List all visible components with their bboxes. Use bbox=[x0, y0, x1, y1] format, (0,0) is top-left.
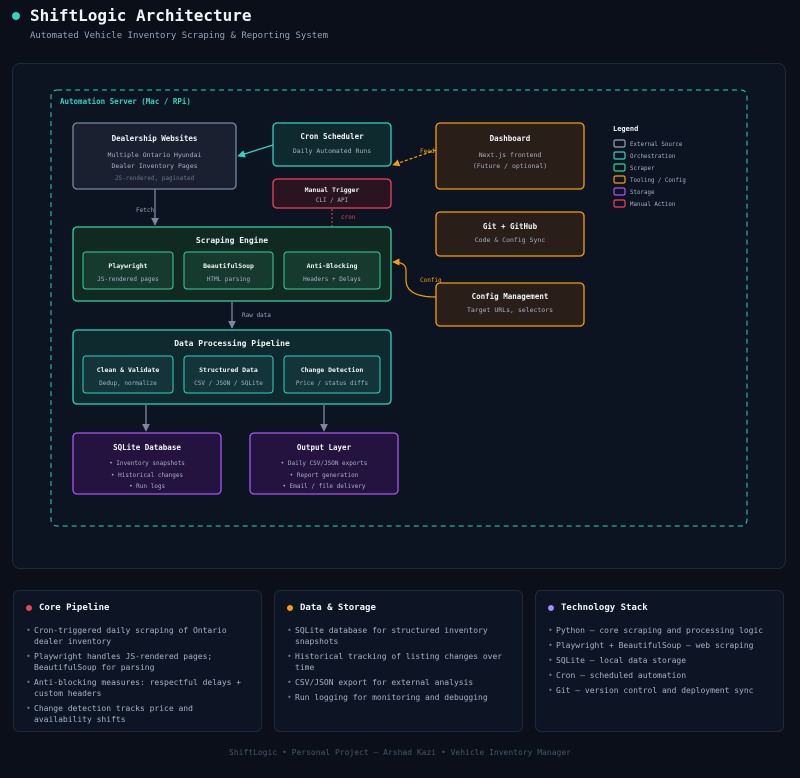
sqlite-line-1: • Inventory snapshots bbox=[109, 460, 185, 467]
dealership-websites-node: Dealership Websites Multiple Ontario Hyu… bbox=[72, 122, 237, 190]
list-item: Change detection tracks price and availa… bbox=[26, 703, 249, 725]
output-title: Output Layer bbox=[297, 443, 352, 452]
cron-to-dealership-edge bbox=[237, 144, 274, 158]
list-item: Anti-blocking measures: respectful delay… bbox=[26, 677, 249, 699]
legend-swatch bbox=[613, 175, 626, 184]
feed-edge bbox=[392, 149, 437, 167]
engine-title: Scraping Engine bbox=[196, 235, 268, 245]
legend-swatch bbox=[613, 163, 626, 172]
fetch-edge-label: Fetch bbox=[136, 207, 154, 214]
cron-line-1: Daily Automated Runs bbox=[293, 147, 371, 155]
data-storage-card: Data & Storage SQLite database for struc… bbox=[274, 590, 523, 732]
legend-title: Legend bbox=[613, 125, 638, 133]
list-item: CSV/JSON export for external analysis bbox=[287, 677, 510, 688]
config-edge-label: Config bbox=[420, 277, 442, 284]
pipeline-sub-2-desc: CSV / JSON / SQLite bbox=[194, 380, 263, 387]
sqlite-line-2: • Historical changes bbox=[111, 472, 184, 479]
list-item: Python — core scraping and processing lo… bbox=[548, 625, 771, 636]
manual-line-1: CLI / API bbox=[316, 197, 349, 204]
title-dot-icon bbox=[12, 12, 20, 20]
sqlite-line-3: • Run logs bbox=[129, 483, 166, 490]
pipeline-title: Data Processing Pipeline bbox=[174, 338, 290, 348]
list-item: SQLite — local data storage bbox=[548, 655, 771, 666]
data-storage-title: Data & Storage bbox=[300, 603, 376, 613]
output-line-1: • Daily CSV/JSON exports bbox=[281, 460, 368, 467]
legend: Legend External SourceOrchestrationScrap… bbox=[613, 125, 686, 208]
list-item: Cron-triggered daily scraping of Ontario… bbox=[26, 625, 249, 647]
legend-swatch bbox=[613, 199, 626, 208]
engine-sub-3-title: Anti-Blocking bbox=[307, 262, 358, 270]
dashboard-line-2: (Future / optional) bbox=[473, 162, 547, 170]
legend-label: Storage bbox=[630, 190, 655, 196]
technology-stack-dot-icon bbox=[548, 605, 554, 611]
git-line-1: Code & Config Sync bbox=[475, 236, 546, 244]
pipeline-sub-2-title: Structured Data bbox=[199, 366, 258, 374]
pipeline-sub-3-title: Change Detection bbox=[301, 366, 364, 374]
edges: Fetch Feed cron Raw data Config bbox=[136, 144, 442, 432]
dealership-line-1: Multiple Ontario Hyundai bbox=[108, 151, 202, 159]
technology-stack-title: Technology Stack bbox=[561, 603, 648, 613]
core-pipeline-title: Core Pipeline bbox=[39, 603, 110, 613]
config-line-1: Target URLs, selectors bbox=[467, 306, 553, 314]
dealership-note: JS-rendered, paginated bbox=[115, 175, 195, 182]
footer: ShiftLogic • Personal Project — Arshad K… bbox=[229, 748, 571, 757]
technology-stack-card: Technology Stack Python — core scraping … bbox=[535, 590, 784, 732]
engine-sub-2-title: BeautifulSoup bbox=[203, 262, 254, 270]
dashboard-node: Dashboard Next.js frontend (Future / opt… bbox=[435, 122, 585, 190]
core-pipeline-dot-icon bbox=[26, 605, 32, 611]
legend-label: Tooling / Config bbox=[630, 178, 686, 184]
dealership-title: Dealership Websites bbox=[112, 134, 198, 143]
legend-label: Scraper bbox=[630, 166, 655, 172]
dashboard-title: Dashboard bbox=[490, 134, 531, 143]
list-item: SQLite database for structured inventory… bbox=[287, 625, 510, 647]
automation-server-label: Automation Server (Mac / RPi) bbox=[60, 97, 191, 106]
engine-sub-1-title: Playwright bbox=[108, 262, 147, 270]
automation-server-boundary bbox=[50, 89, 748, 527]
legend-label: Manual Action bbox=[630, 202, 675, 208]
list-item: Historical tracking of listing changes o… bbox=[287, 651, 510, 673]
raw-data-edge-label: Raw data bbox=[242, 312, 271, 319]
legend-swatch bbox=[613, 139, 626, 148]
data-storage-dot-icon bbox=[287, 605, 293, 611]
legend-swatch bbox=[613, 187, 626, 196]
list-item: Playwright + BeautifulSoup — web scrapin… bbox=[548, 640, 771, 651]
output-line-2: • Report generation bbox=[290, 472, 359, 479]
config-management-node: Config Management Target URLs, selectors bbox=[435, 282, 585, 327]
pipeline-sub-1-title: Clean & Validate bbox=[97, 366, 160, 374]
dealership-line-2: Dealer Inventory Pages bbox=[111, 162, 197, 170]
git-title: Git + GitHub bbox=[483, 222, 538, 231]
manual-trigger-node: Manual Trigger CLI / API bbox=[272, 178, 392, 209]
config-title: Config Management bbox=[472, 292, 549, 301]
sqlite-database-node: SQLite Database • Inventory snapshots • … bbox=[72, 432, 222, 495]
list-item: Run logging for monitoring and debugging bbox=[287, 692, 510, 703]
git-github-node: Git + GitHub Code & Config Sync bbox=[435, 211, 585, 257]
list-item: Cron — scheduled automation bbox=[548, 670, 771, 681]
output-layer-node: Output Layer • Daily CSV/JSON exports • … bbox=[249, 432, 399, 495]
page-subtitle: Automated Vehicle Inventory Scraping & R… bbox=[30, 31, 329, 41]
legend-label: Orchestration bbox=[630, 154, 675, 160]
engine-sub-1-desc: JS-rendered pages bbox=[97, 276, 159, 283]
config-edge bbox=[392, 258, 437, 298]
sqlite-title: SQLite Database bbox=[113, 443, 181, 452]
legend-label: External Source bbox=[630, 142, 683, 148]
page-title: ShiftLogic Architecture bbox=[30, 6, 252, 25]
list-item: Git — version control and deployment syn… bbox=[548, 685, 771, 696]
pipeline-sub-3-desc: Price / status diffs bbox=[296, 380, 369, 387]
cron-title: Cron Scheduler bbox=[300, 132, 364, 141]
data-processing-pipeline-node: Data Processing Pipeline Clean & Validat… bbox=[72, 329, 392, 405]
legend-swatch bbox=[613, 151, 626, 160]
dashboard-line-1: Next.js frontend bbox=[479, 151, 542, 159]
engine-sub-2-desc: HTML parsing bbox=[207, 276, 251, 283]
feed-edge-label: Feed bbox=[420, 148, 435, 155]
engine-sub-3-desc: Headers + Delays bbox=[303, 276, 361, 283]
cron-scheduler-node: Cron Scheduler Daily Automated Runs bbox=[272, 122, 392, 167]
core-pipeline-card: Core Pipeline Cron-triggered daily scrap… bbox=[13, 590, 262, 732]
pipeline-sub-1-desc: Dedup, normalize bbox=[99, 380, 157, 387]
scraping-engine-node: Scraping Engine Playwright JS-rendered p… bbox=[72, 226, 392, 302]
list-item: Playwright handles JS-rendered pages; Be… bbox=[26, 651, 249, 673]
cron-edge-label: cron bbox=[341, 214, 356, 221]
architecture-diagram: Automation Server (Mac / RPi) Fetch Feed… bbox=[50, 89, 748, 527]
output-line-3: • Email / file delivery bbox=[282, 483, 365, 490]
manual-title: Manual Trigger bbox=[305, 186, 360, 194]
